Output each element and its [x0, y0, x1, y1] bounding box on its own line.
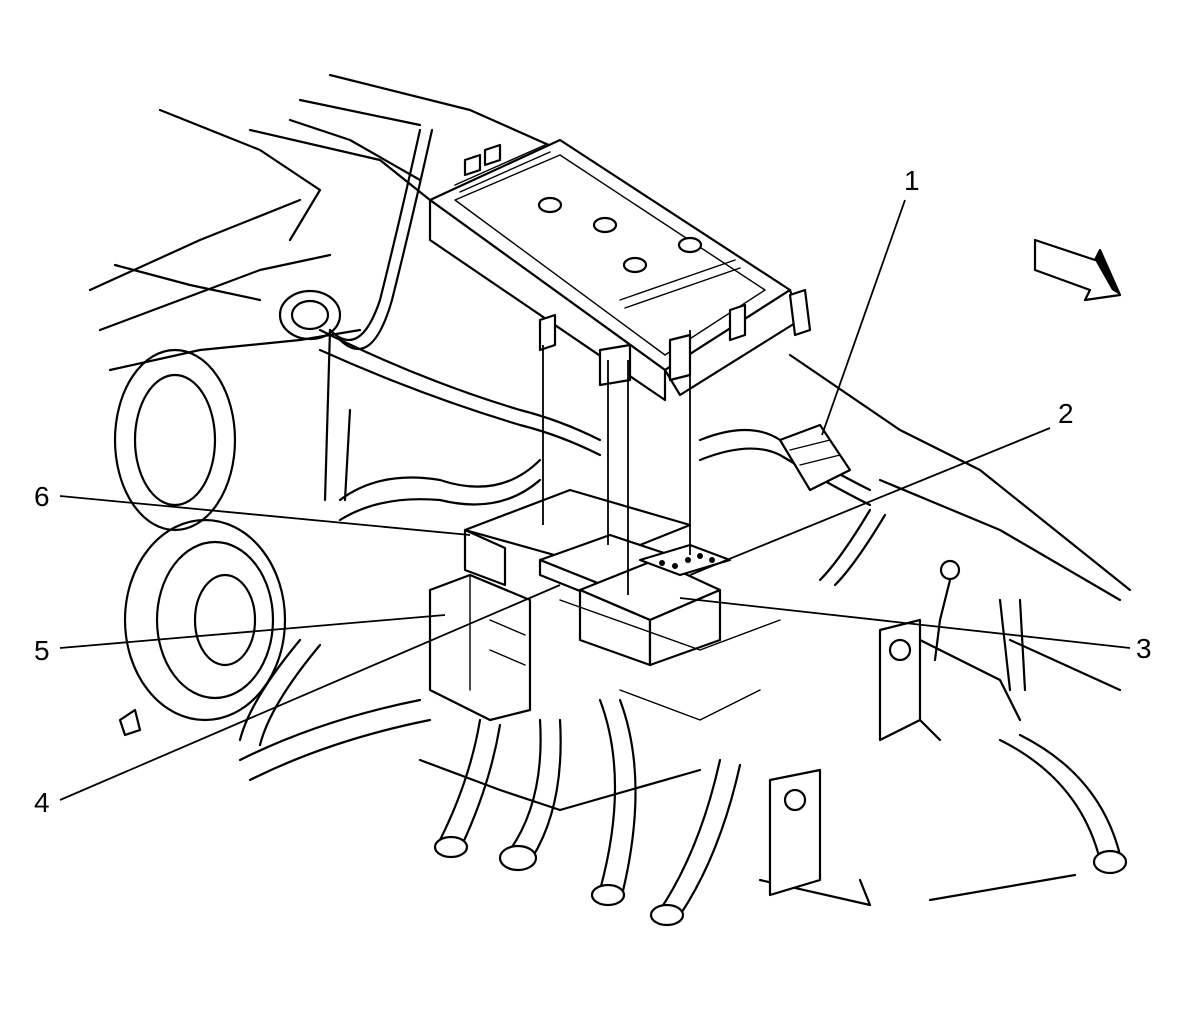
callout-labels: 1 2 3 4 5 6: [34, 165, 1152, 818]
callout-leaders: [59, 199, 1131, 801]
alignment-guides: [542, 330, 691, 595]
callout-1: 1: [904, 165, 920, 196]
body-structure: [88, 73, 1132, 907]
wiring-harnesses: [238, 128, 1128, 927]
callout-6: 6: [34, 481, 50, 512]
left-wheel-well: [113, 289, 342, 737]
relay-bases: [428, 488, 781, 722]
fuse-block-cover: [428, 138, 812, 402]
callout-3: 3: [1136, 633, 1152, 664]
callout-4: 4: [34, 787, 50, 818]
callout-2: 2: [1058, 398, 1074, 429]
callout-5: 5: [34, 635, 50, 666]
direction-arrow-icon: [1033, 238, 1122, 302]
